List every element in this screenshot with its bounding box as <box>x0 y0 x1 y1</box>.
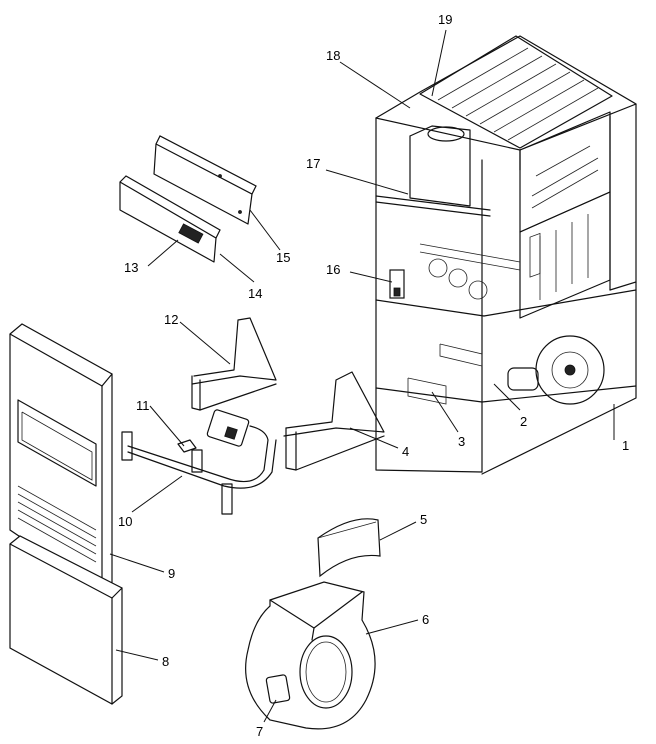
part-7-motor-mount <box>265 674 291 704</box>
callout-18: 18 <box>326 48 340 63</box>
callout-labels: 1 2 3 4 5 6 7 8 9 10 11 12 13 14 15 16 1… <box>118 12 629 739</box>
gas-valve <box>206 409 250 447</box>
callout-9: 9 <box>168 566 175 581</box>
callout-3: 3 <box>458 434 465 449</box>
part-12-mounting-bracket <box>191 317 277 411</box>
leader-lines <box>109 29 615 723</box>
callout-6: 6 <box>422 612 429 627</box>
part-10-gas-manifold <box>121 425 277 515</box>
part-1-furnace-cabinet <box>375 35 637 475</box>
callout-14: 14 <box>248 286 262 301</box>
callout-5: 5 <box>420 512 427 527</box>
part-6-blower-housing <box>245 581 376 730</box>
part-9-upper-door <box>9 323 113 593</box>
callout-17: 17 <box>306 156 320 171</box>
callout-10: 10 <box>118 514 132 529</box>
callout-8: 8 <box>162 654 169 669</box>
callout-7: 7 <box>256 724 263 739</box>
louver-vents <box>17 485 97 563</box>
part-5-cutoff-plate <box>317 518 381 578</box>
callout-13: 13 <box>124 260 138 275</box>
part-8-lower-door <box>9 535 123 705</box>
callout-16: 16 <box>326 262 340 277</box>
part-16-limit-switch <box>389 269 405 299</box>
part-15-control-bracket <box>153 135 257 225</box>
callout-19: 19 <box>438 12 452 27</box>
callout-1: 1 <box>622 438 629 453</box>
callout-2: 2 <box>520 414 527 429</box>
part-11-orifice-bracket <box>177 439 197 453</box>
part-4-support-bracket <box>283 371 385 471</box>
callout-15: 15 <box>276 250 290 265</box>
part-14-control-panel <box>119 175 221 263</box>
callout-12: 12 <box>164 312 178 327</box>
callout-4: 4 <box>402 444 409 459</box>
callout-11: 11 <box>136 398 150 413</box>
